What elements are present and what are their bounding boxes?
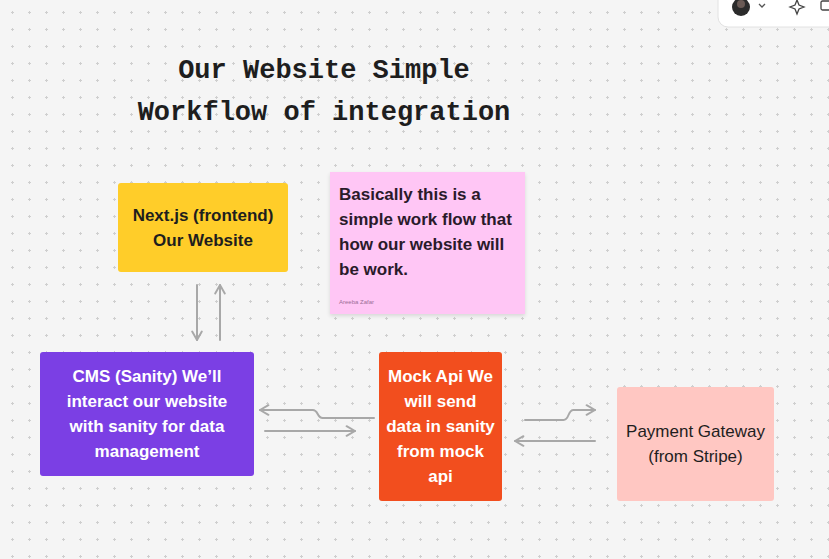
connector-arrow [515, 440, 595, 442]
avatar-icon [732, 0, 750, 16]
connector-arrow [525, 410, 595, 420]
node-text: Next.js (frontend) Our Website [126, 203, 280, 253]
node-text: Mock Api We will send data in sanity fro… [385, 364, 496, 489]
mock-api-box: Mock Api We will send data in sanity fro… [379, 352, 502, 501]
frontend-box: Next.js (frontend) Our Website [118, 183, 288, 272]
panel-icon [821, 1, 829, 10]
node-text: CMS (Sanity) We’ll interact our website … [48, 364, 246, 464]
connector-arrow [219, 285, 221, 340]
author-text: Areeba Zafar [339, 298, 515, 306]
sticky-note: Basically this is a simple work flow tha… [330, 172, 525, 314]
avatar-face [737, 0, 745, 8]
diagram-title: Our Website Simple Workflow of integrati… [124, 50, 524, 134]
payment-box: Payment Gateway (from Stripe) [617, 387, 774, 501]
node-text: Basically this is a simple work flow tha… [339, 182, 515, 282]
node-text: Payment Gateway (from Stripe) [625, 419, 766, 469]
connector-arrow [265, 430, 355, 432]
chevron-icon [759, 4, 765, 7]
connector-arrow [260, 410, 374, 418]
toolbar-panel [718, 0, 829, 27]
sparkle-icon [790, 0, 804, 14]
connector-arrow [196, 285, 198, 340]
cms-box: CMS (Sanity) We’ll interact our website … [40, 352, 254, 476]
